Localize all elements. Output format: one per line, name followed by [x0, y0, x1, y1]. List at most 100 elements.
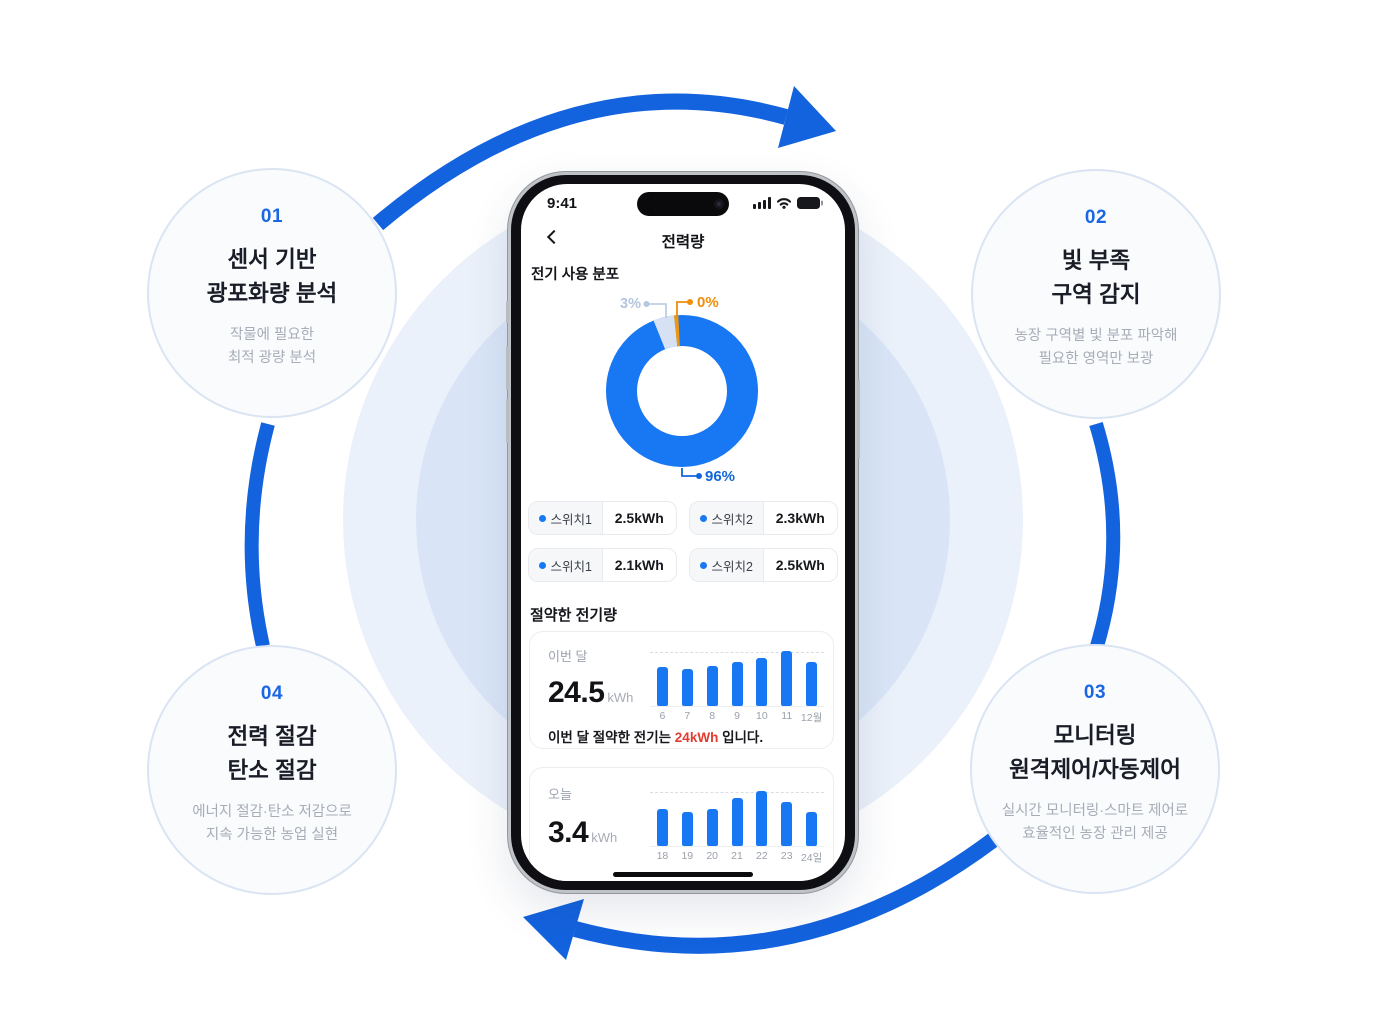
switch-label: 스위치1: [529, 502, 603, 534]
leader-line-small: [649, 303, 667, 318]
bar-category-label: 8: [709, 710, 716, 722]
usage-section-title: 전기 사용 분포: [531, 267, 620, 283]
top-arrow-head-icon: [778, 86, 836, 148]
bar-category-label: 22: [756, 850, 768, 862]
step-desc-line: 최적 광량 분석: [227, 349, 317, 366]
step-desc-line: 실시간 모니터링·스마트 제어로: [1001, 802, 1189, 819]
total-number: 3.4: [548, 816, 589, 849]
bar-category-label: 10: [756, 710, 768, 722]
bar-column: 21: [725, 792, 750, 862]
wifi-icon: [776, 198, 792, 209]
status-time: 9:41: [547, 195, 578, 212]
bottom-arrow-head-icon: [523, 899, 584, 960]
step-description: 작물에 필요한 최적 광량 분석: [228, 324, 316, 371]
bar-10: [756, 658, 768, 706]
usage-donut-chart: 3% 0% 96%: [521, 280, 845, 510]
step-desc-line: 필요한 영역만 보광: [1038, 350, 1154, 367]
switch-label: 스위치1: [529, 549, 603, 581]
step-title-line: 구역 감지: [1051, 281, 1141, 307]
leader-dot-small: [643, 301, 650, 307]
bar-category-label: 12월: [800, 712, 823, 724]
switch-name: 스위치1: [550, 512, 592, 527]
leader-line-main: [681, 468, 697, 477]
step-description: 에너지 절감·탄소 저감으로 지속 가능한 농업 실현: [192, 801, 352, 848]
blue-dot-icon: [538, 561, 546, 569]
bar-18: [656, 809, 668, 846]
bar-column: 10: [749, 652, 774, 722]
leader-dot-zero: [687, 299, 693, 305]
step-title-line: 모니터링: [1053, 723, 1137, 748]
period-label: 오늘: [548, 787, 572, 802]
switch-card: 스위치1 2.1kWh: [528, 548, 677, 582]
step-title-line: 탄소 절감: [227, 757, 317, 783]
bar-category-label: 7: [684, 710, 691, 722]
step-circle-03: 03 모니터링 원격제어/자동제어 실시간 모니터링·스마트 제어로 효율적인 …: [970, 644, 1220, 894]
switch-name: 스위치2: [711, 512, 753, 527]
bar-12월: [806, 662, 818, 706]
step-title-line: 전력 절감: [227, 724, 317, 749]
switch-card: 스위치2 2.5kWh: [689, 548, 838, 582]
note-suffix: 입니다.: [718, 730, 764, 745]
bar-category-label: 18: [656, 850, 669, 862]
bar-category-label: 24일: [800, 852, 823, 864]
phone-power-button: [857, 379, 860, 459]
left-connector-arc: [244, 422, 275, 648]
blue-dot-icon: [699, 561, 707, 569]
donut-slice-small: [606, 315, 758, 467]
bar-column: 11: [774, 651, 799, 722]
bar-column: 24일: [799, 792, 824, 864]
bar-9: [731, 662, 743, 706]
step-number: 04: [260, 683, 284, 704]
app-screen: 9:41 전력량 전기: [521, 184, 845, 881]
home-indicator[interactable]: [613, 872, 753, 877]
step-title-line: 원격제어/자동제어: [1009, 756, 1181, 782]
bar-21: [731, 798, 743, 846]
blue-dot-icon: [538, 514, 546, 522]
chart-gridline: [650, 652, 824, 653]
switch-name: 스위치1: [550, 559, 592, 574]
step-number: 03: [1083, 682, 1107, 703]
bar-11: [781, 651, 793, 706]
bar-column: 20: [700, 792, 725, 862]
switch-label: 스위치2: [690, 502, 764, 534]
total-unit: kWh: [591, 830, 618, 845]
step-title: 센서 기반 광포화량 분석: [207, 243, 337, 311]
bar-column: 8: [700, 652, 725, 722]
battery-icon: [797, 197, 823, 209]
step-desc-line: 농장 구역별 빛 분포 파악해: [1014, 327, 1178, 344]
bar-6: [656, 667, 668, 706]
switch-grid: 스위치1 2.5kWh 스위치2 2.3kWh 스위치1: [528, 501, 838, 582]
step-title: 모니터링 원격제어/자동제어: [1009, 719, 1181, 787]
step-desc-line: 효율적인 농장 관리 제공: [1022, 825, 1168, 842]
total-number: 24.5: [548, 676, 605, 709]
phone-volume-down-button: [506, 399, 509, 443]
bar-column: 19: [675, 792, 700, 862]
bar-22: [756, 791, 768, 846]
front-camera-icon: [714, 199, 724, 209]
bar-category-label: 23: [780, 850, 793, 862]
bar-column: 9: [725, 652, 750, 722]
phone-action-button: [506, 301, 509, 323]
phone-volume-up-button: [506, 346, 509, 390]
savings-section-title: 절약한 전기량: [530, 607, 617, 624]
donut-label-main: 96%: [705, 468, 736, 485]
cellular-signal-icon: [753, 197, 771, 209]
step-title-line: 광포화량 분석: [206, 280, 338, 306]
donut-slice-zero: [606, 315, 758, 467]
bar-category-label: 21: [731, 850, 743, 862]
switch-card: 스위치1 2.5kWh: [528, 501, 677, 535]
bar-7: [681, 669, 693, 706]
bar-column: 18: [650, 792, 675, 862]
switch-card: 스위치2 2.3kWh: [689, 501, 838, 535]
step-desc-line: 지속 가능한 농업 실현: [205, 826, 339, 843]
dynamic-island: [637, 192, 729, 216]
step-circle-02: 02 빛 부족 구역 감지 농장 구역별 빛 분포 파악해 필요한 영역만 보광: [971, 169, 1221, 419]
donut-svg: [606, 299, 758, 479]
step-circle-04: 04 전력 절감 탄소 절감 에너지 절감·탄소 저감으로 지속 가능한 농업 …: [147, 645, 397, 895]
note-prefix: 이번 달 절약한 전기는: [548, 730, 675, 745]
step-number: 02: [1084, 207, 1108, 228]
leader-dot-main: [696, 473, 702, 479]
